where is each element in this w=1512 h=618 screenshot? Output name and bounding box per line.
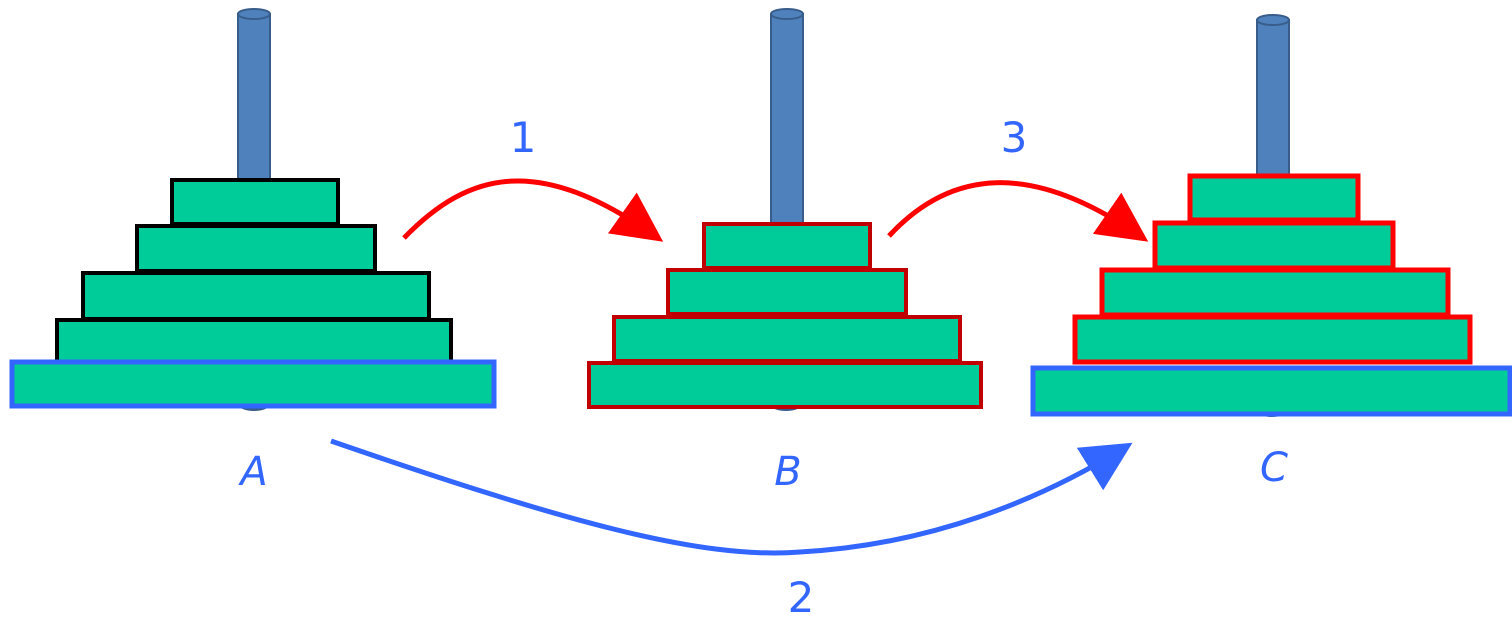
disk-c-1 bbox=[1187, 173, 1361, 223]
disk-a-1 bbox=[170, 178, 340, 226]
peg-c-rod bbox=[1256, 19, 1290, 181]
disk-b-1 bbox=[702, 222, 872, 270]
peg-c bbox=[1030, 14, 1512, 417]
move-3-label: 3 bbox=[1001, 113, 1028, 162]
peg-b-rod bbox=[770, 13, 804, 225]
disk-a-largest bbox=[9, 359, 497, 409]
disk-a-4 bbox=[55, 318, 453, 364]
peg-b bbox=[587, 8, 983, 411]
peg-b-top-cap bbox=[770, 8, 804, 20]
disk-c-largest bbox=[1030, 365, 1512, 417]
peg-c-top-cap bbox=[1256, 14, 1290, 26]
peg-a-label: A bbox=[237, 449, 267, 495]
peg-c-label: C bbox=[1260, 445, 1288, 491]
disk-a-3 bbox=[81, 271, 431, 321]
move-2-arrow-icon bbox=[330, 438, 1133, 556]
move-1-arrow-icon bbox=[402, 178, 664, 242]
peg-a-top-cap bbox=[237, 8, 271, 20]
disk-c-4 bbox=[1072, 314, 1473, 365]
move-1-label: 1 bbox=[510, 113, 537, 162]
peg-b-label: B bbox=[774, 449, 801, 495]
move-2-label: 2 bbox=[788, 573, 815, 618]
disk-c-2 bbox=[1152, 220, 1396, 271]
disk-a-2 bbox=[135, 224, 377, 273]
peg-a-rod bbox=[237, 13, 271, 185]
peg-a bbox=[9, 8, 497, 411]
disk-b-2 bbox=[666, 268, 908, 316]
disk-b-3 bbox=[612, 315, 962, 363]
disk-b-4 bbox=[587, 361, 983, 409]
move-3-arrow-icon bbox=[887, 180, 1149, 242]
disk-c-3 bbox=[1099, 267, 1451, 318]
